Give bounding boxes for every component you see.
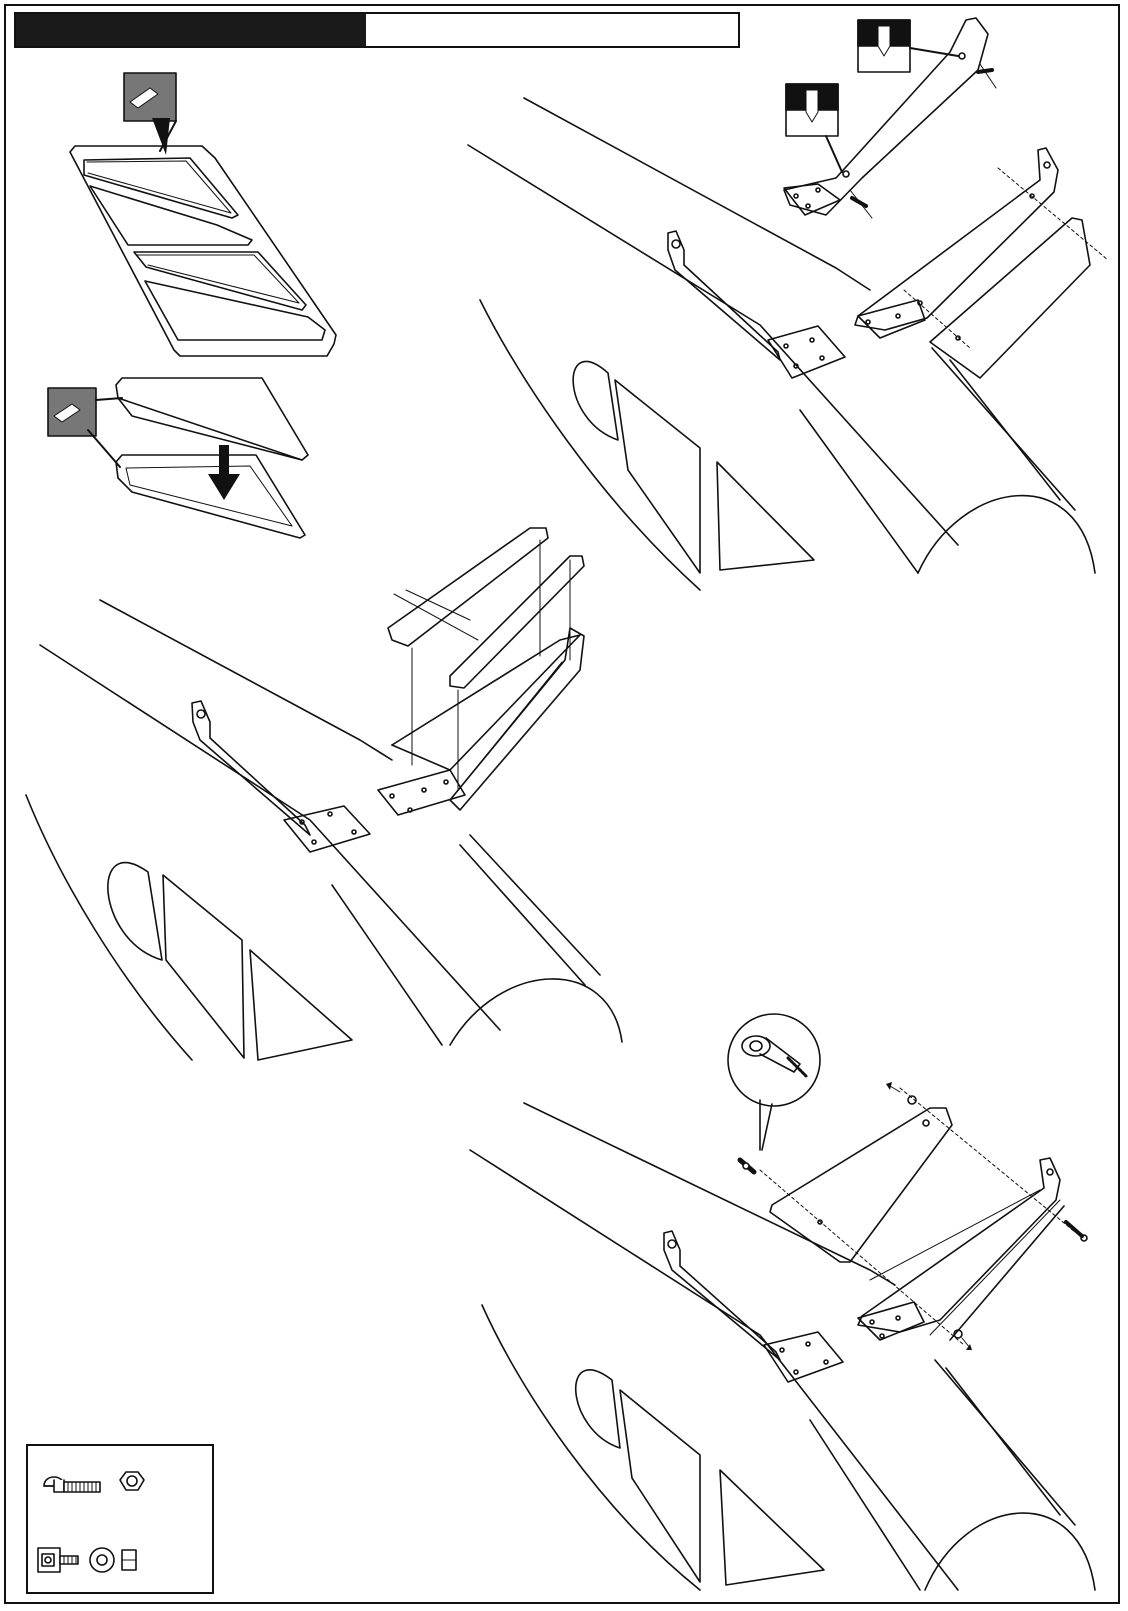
fin-mount-bracket	[668, 231, 845, 378]
bolt-icon	[44, 1477, 100, 1492]
drill-bit-icon	[858, 20, 958, 72]
glue-applicator-icon	[48, 388, 122, 467]
hardware-list	[38, 1472, 144, 1572]
balsa-stick-short	[450, 556, 584, 688]
fin-mounted-right	[855, 148, 1108, 378]
balsa-stick-long	[388, 528, 548, 646]
magnifier-callout-icon	[728, 1014, 820, 1150]
fin-mount-bracket	[664, 1231, 843, 1382]
drill-bit-icon	[786, 84, 842, 172]
guide-lines	[394, 540, 570, 790]
fin-half-bottom	[116, 455, 305, 538]
glue-applicator-icon	[124, 73, 176, 155]
fuselage-middle-left	[26, 600, 622, 1060]
bolt-parts	[740, 1082, 1087, 1350]
dashed-bolt-lines	[760, 1088, 1075, 1345]
collet-icon	[38, 1548, 78, 1572]
nut-icon	[120, 1472, 144, 1490]
fin-panel-bolted	[770, 1108, 952, 1262]
fin-base-frame	[378, 628, 584, 815]
fin-mounted-bottom	[858, 1158, 1064, 1340]
fuselage-top-right	[468, 98, 1095, 590]
washer-icon	[90, 1548, 114, 1572]
small-nut-icon	[122, 1550, 136, 1570]
fuselage-bottom-right	[470, 1103, 1095, 1590]
fin-panel-frame	[70, 146, 336, 356]
arrow-down-icon	[208, 445, 240, 500]
fin-mount-bracket	[192, 701, 370, 852]
fin-half-top	[116, 378, 308, 460]
